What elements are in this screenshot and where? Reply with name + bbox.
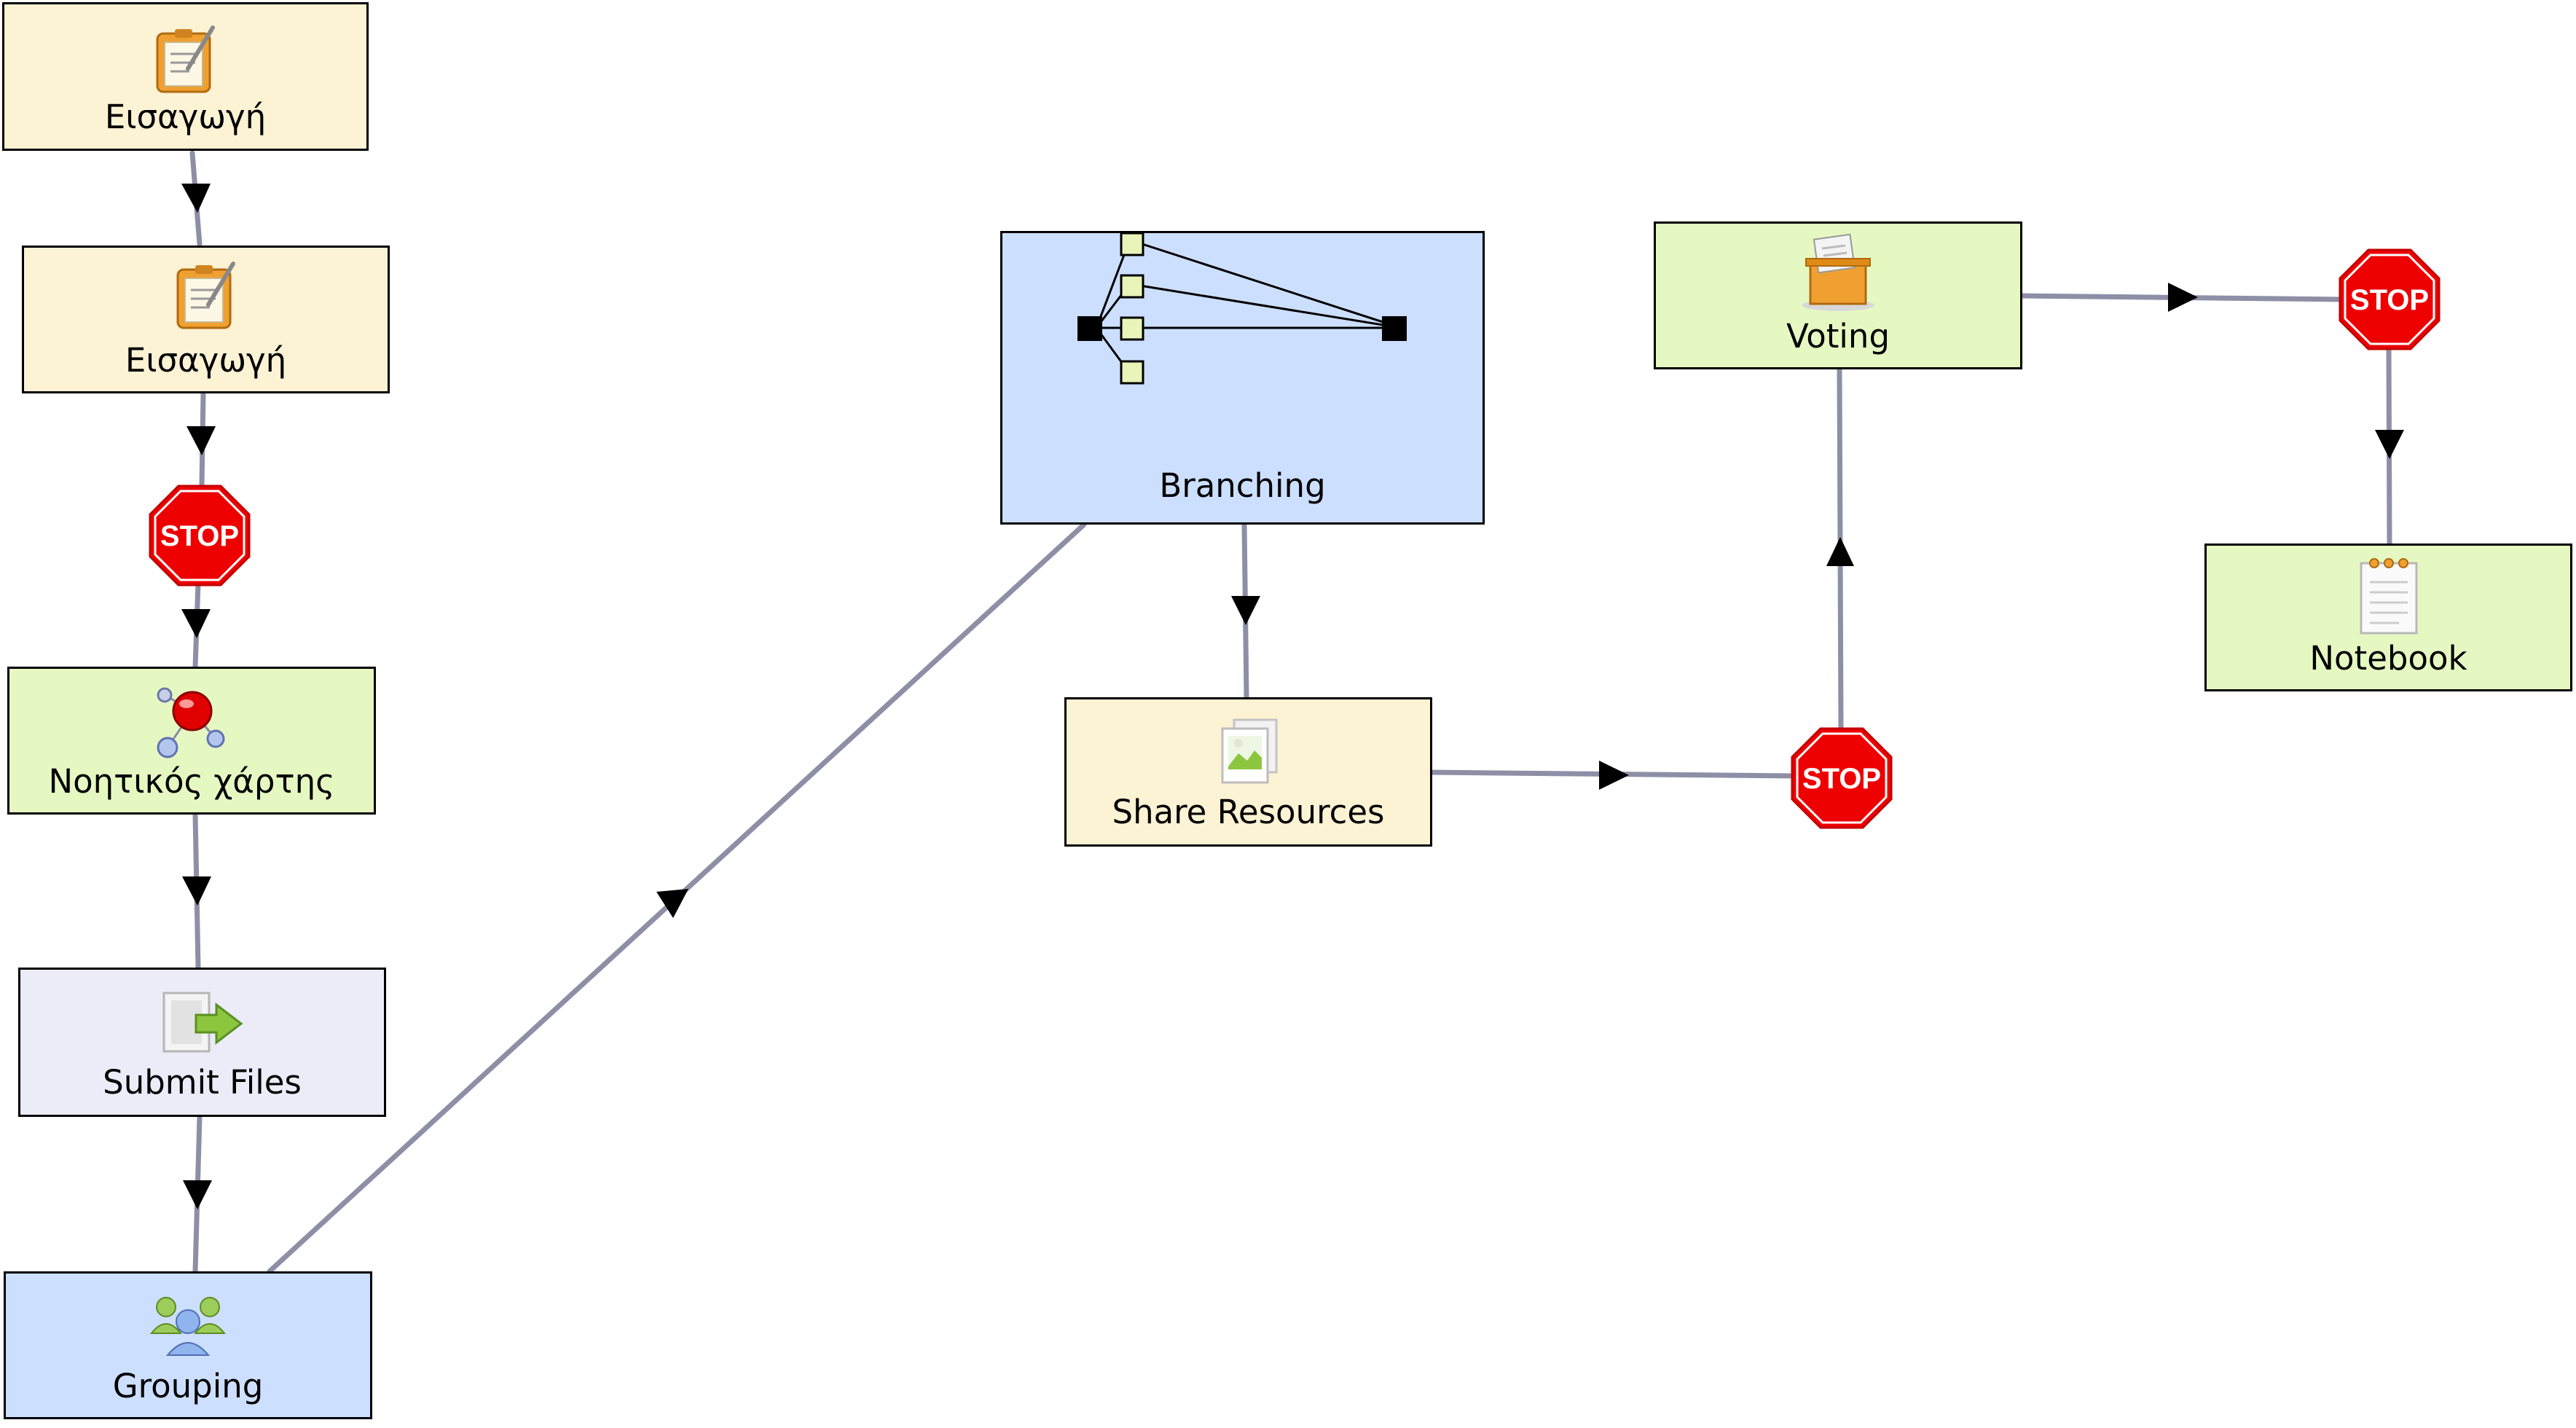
flow-arrow	[2168, 283, 2198, 312]
flow-arrow	[1231, 596, 1260, 625]
node-label: Grouping	[112, 1367, 264, 1405]
activity-share-resources[interactable]: Share Resources	[1064, 697, 1432, 847]
stop-label: STOP	[160, 520, 239, 552]
node-label: Εισαγωγή	[125, 341, 287, 380]
ballot-box-icon	[1794, 232, 1882, 315]
node-label: Branching	[1159, 466, 1326, 505]
branching-icon	[1072, 232, 1407, 396]
activity-grouping[interactable]: Grouping	[4, 1271, 372, 1419]
node-label: Εισαγωγή	[104, 98, 267, 136]
resources-icon	[1212, 714, 1285, 790]
stop-gate[interactable]: STOP	[2339, 248, 2440, 350]
node-label: Submit Files	[103, 1063, 302, 1102]
flow-arrow	[181, 184, 211, 213]
stop-gate[interactable]: STOP	[149, 484, 251, 586]
activity-submit-files[interactable]: Submit Files	[18, 968, 386, 1117]
flow-arrow	[1599, 761, 1629, 790]
stop-gate[interactable]: STOP	[1791, 727, 1893, 829]
flow-arrow	[182, 876, 211, 906]
notes-icon	[153, 25, 219, 98]
flow-arrow	[183, 1180, 212, 1209]
notepad-icon	[2355, 556, 2422, 639]
group-icon	[147, 1290, 229, 1362]
stop-label: STOP	[2350, 284, 2429, 316]
activity-intro-1[interactable]: Εισαγωγή	[2, 2, 369, 151]
node-label: Voting	[1786, 317, 1890, 356]
activity-branching[interactable]: Branching	[1000, 231, 1485, 525]
node-label: Notebook	[2309, 639, 2467, 678]
node-label: Νοητικός χάρτης	[48, 762, 335, 801]
submit-files-icon	[160, 990, 246, 1059]
activity-intro-2[interactable]: Εισαγωγή	[22, 246, 390, 393]
mindmap-icon	[152, 680, 232, 764]
stop-label: STOP	[1802, 763, 1881, 795]
node-label: Share Resources	[1112, 793, 1385, 831]
notes-icon	[173, 261, 239, 334]
flow-arrow	[2375, 430, 2404, 459]
activity-notebook[interactable]: Notebook	[2204, 544, 2572, 691]
flow-arrow	[186, 426, 216, 455]
stop-sign-icon: STOP	[2339, 248, 2440, 350]
stop-sign-icon: STOP	[149, 484, 251, 586]
activity-mindmap[interactable]: Νοητικός χάρτης	[7, 667, 376, 815]
stop-sign-icon: STOP	[1791, 727, 1893, 829]
activity-voting[interactable]: Voting	[1654, 221, 2022, 369]
flow-arrow	[181, 609, 211, 638]
flow-arrow	[656, 889, 688, 918]
flow-arrow	[1826, 537, 1854, 566]
